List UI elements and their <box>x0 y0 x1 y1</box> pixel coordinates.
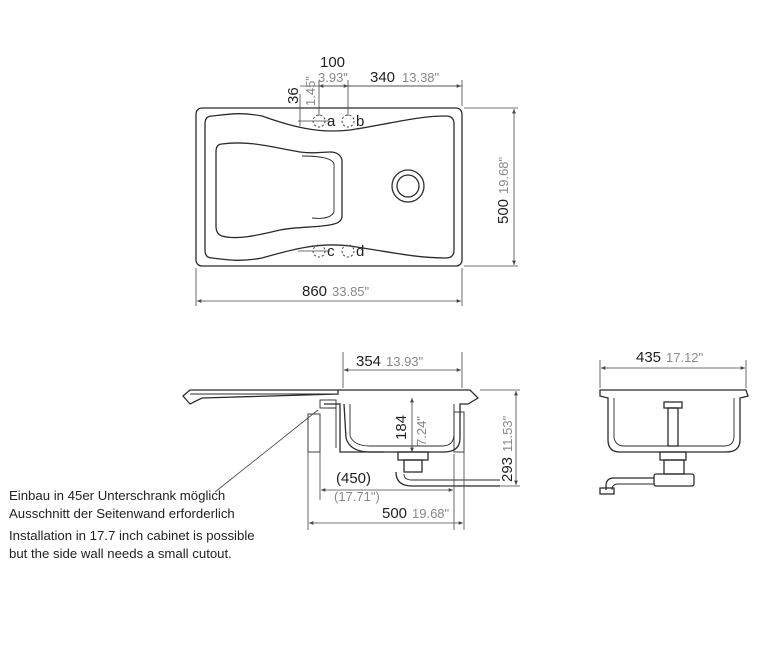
note-en-line2: but the side wall needs a small cutout. <box>9 546 232 561</box>
drain-inner <box>396 174 420 198</box>
dim-total-height-mm: 293 <box>499 457 516 482</box>
dim-overall-in: 19.68" <box>412 506 450 521</box>
dim-total-height-in: 11.53" <box>500 415 515 452</box>
sink-bowl-step <box>301 155 335 219</box>
cabinet-wall-left <box>307 413 321 453</box>
tap-hole-b <box>341 114 355 128</box>
note-leader-line <box>214 409 319 493</box>
sink-outline <box>195 107 463 267</box>
dim-offset-in: 3.93" <box>318 70 348 85</box>
dim-edge-in: 1.45" <box>303 76 318 106</box>
drainboard-profile <box>182 389 339 405</box>
note-en-line1: Installation in 17.7 inch cabinet is pos… <box>9 528 255 543</box>
tap-hole-d <box>341 244 355 258</box>
note-de-line2: Ausschnitt der Seitenwand erforderlich <box>9 506 235 521</box>
dim-edge-mm: 36 <box>285 87 302 104</box>
dim-cabinet-in: (17.71") <box>334 489 380 504</box>
dim-end-width-in: 17.12" <box>666 350 704 365</box>
dim-cabinet-mm: (450) <box>336 470 371 487</box>
drain-outer <box>391 169 425 203</box>
dim-offset-mm: 100 <box>320 54 345 71</box>
dim-bowl-depth-in: 7.24" <box>414 416 429 446</box>
dim-overall-mm: 500 <box>382 505 407 522</box>
dim-spacing-in: 13.38" <box>402 70 440 85</box>
hole-label-d: d <box>356 243 364 260</box>
side-bowl <box>338 389 480 453</box>
sink-bowl <box>215 142 343 239</box>
sink-inner-rim <box>204 113 455 261</box>
cabinet-wall-right <box>453 411 465 453</box>
note-de-line1: Einbau in 45er Unterschrank möglich <box>9 488 226 503</box>
dim-spacing-mm: 340 <box>370 69 395 86</box>
dim-width-in: 33.85" <box>332 284 370 299</box>
dim-end-width-mm: 435 <box>636 349 661 366</box>
dim-width-mm: 860 <box>302 283 327 300</box>
dim-bowl-mm: 354 <box>356 353 381 370</box>
side-view: 354 13.93" 184 7.24" 293 11.53" (450) (1… <box>182 352 520 530</box>
dim-bowl-depth-mm: 184 <box>393 415 410 440</box>
dim-bowl-in: 13.93" <box>386 354 424 369</box>
end-view-sink <box>599 389 749 453</box>
hole-label-a: a <box>327 113 336 130</box>
top-view: a b c d 860 33.85" 500 19.68" 100 3.93" … <box>195 54 518 306</box>
dim-depth-in: 19.68" <box>496 156 511 194</box>
hole-label-c: c <box>327 243 335 260</box>
dim-depth-mm: 500 <box>495 199 512 224</box>
hole-label-b: b <box>356 113 364 130</box>
end-view: 435 17.12" <box>599 349 749 495</box>
